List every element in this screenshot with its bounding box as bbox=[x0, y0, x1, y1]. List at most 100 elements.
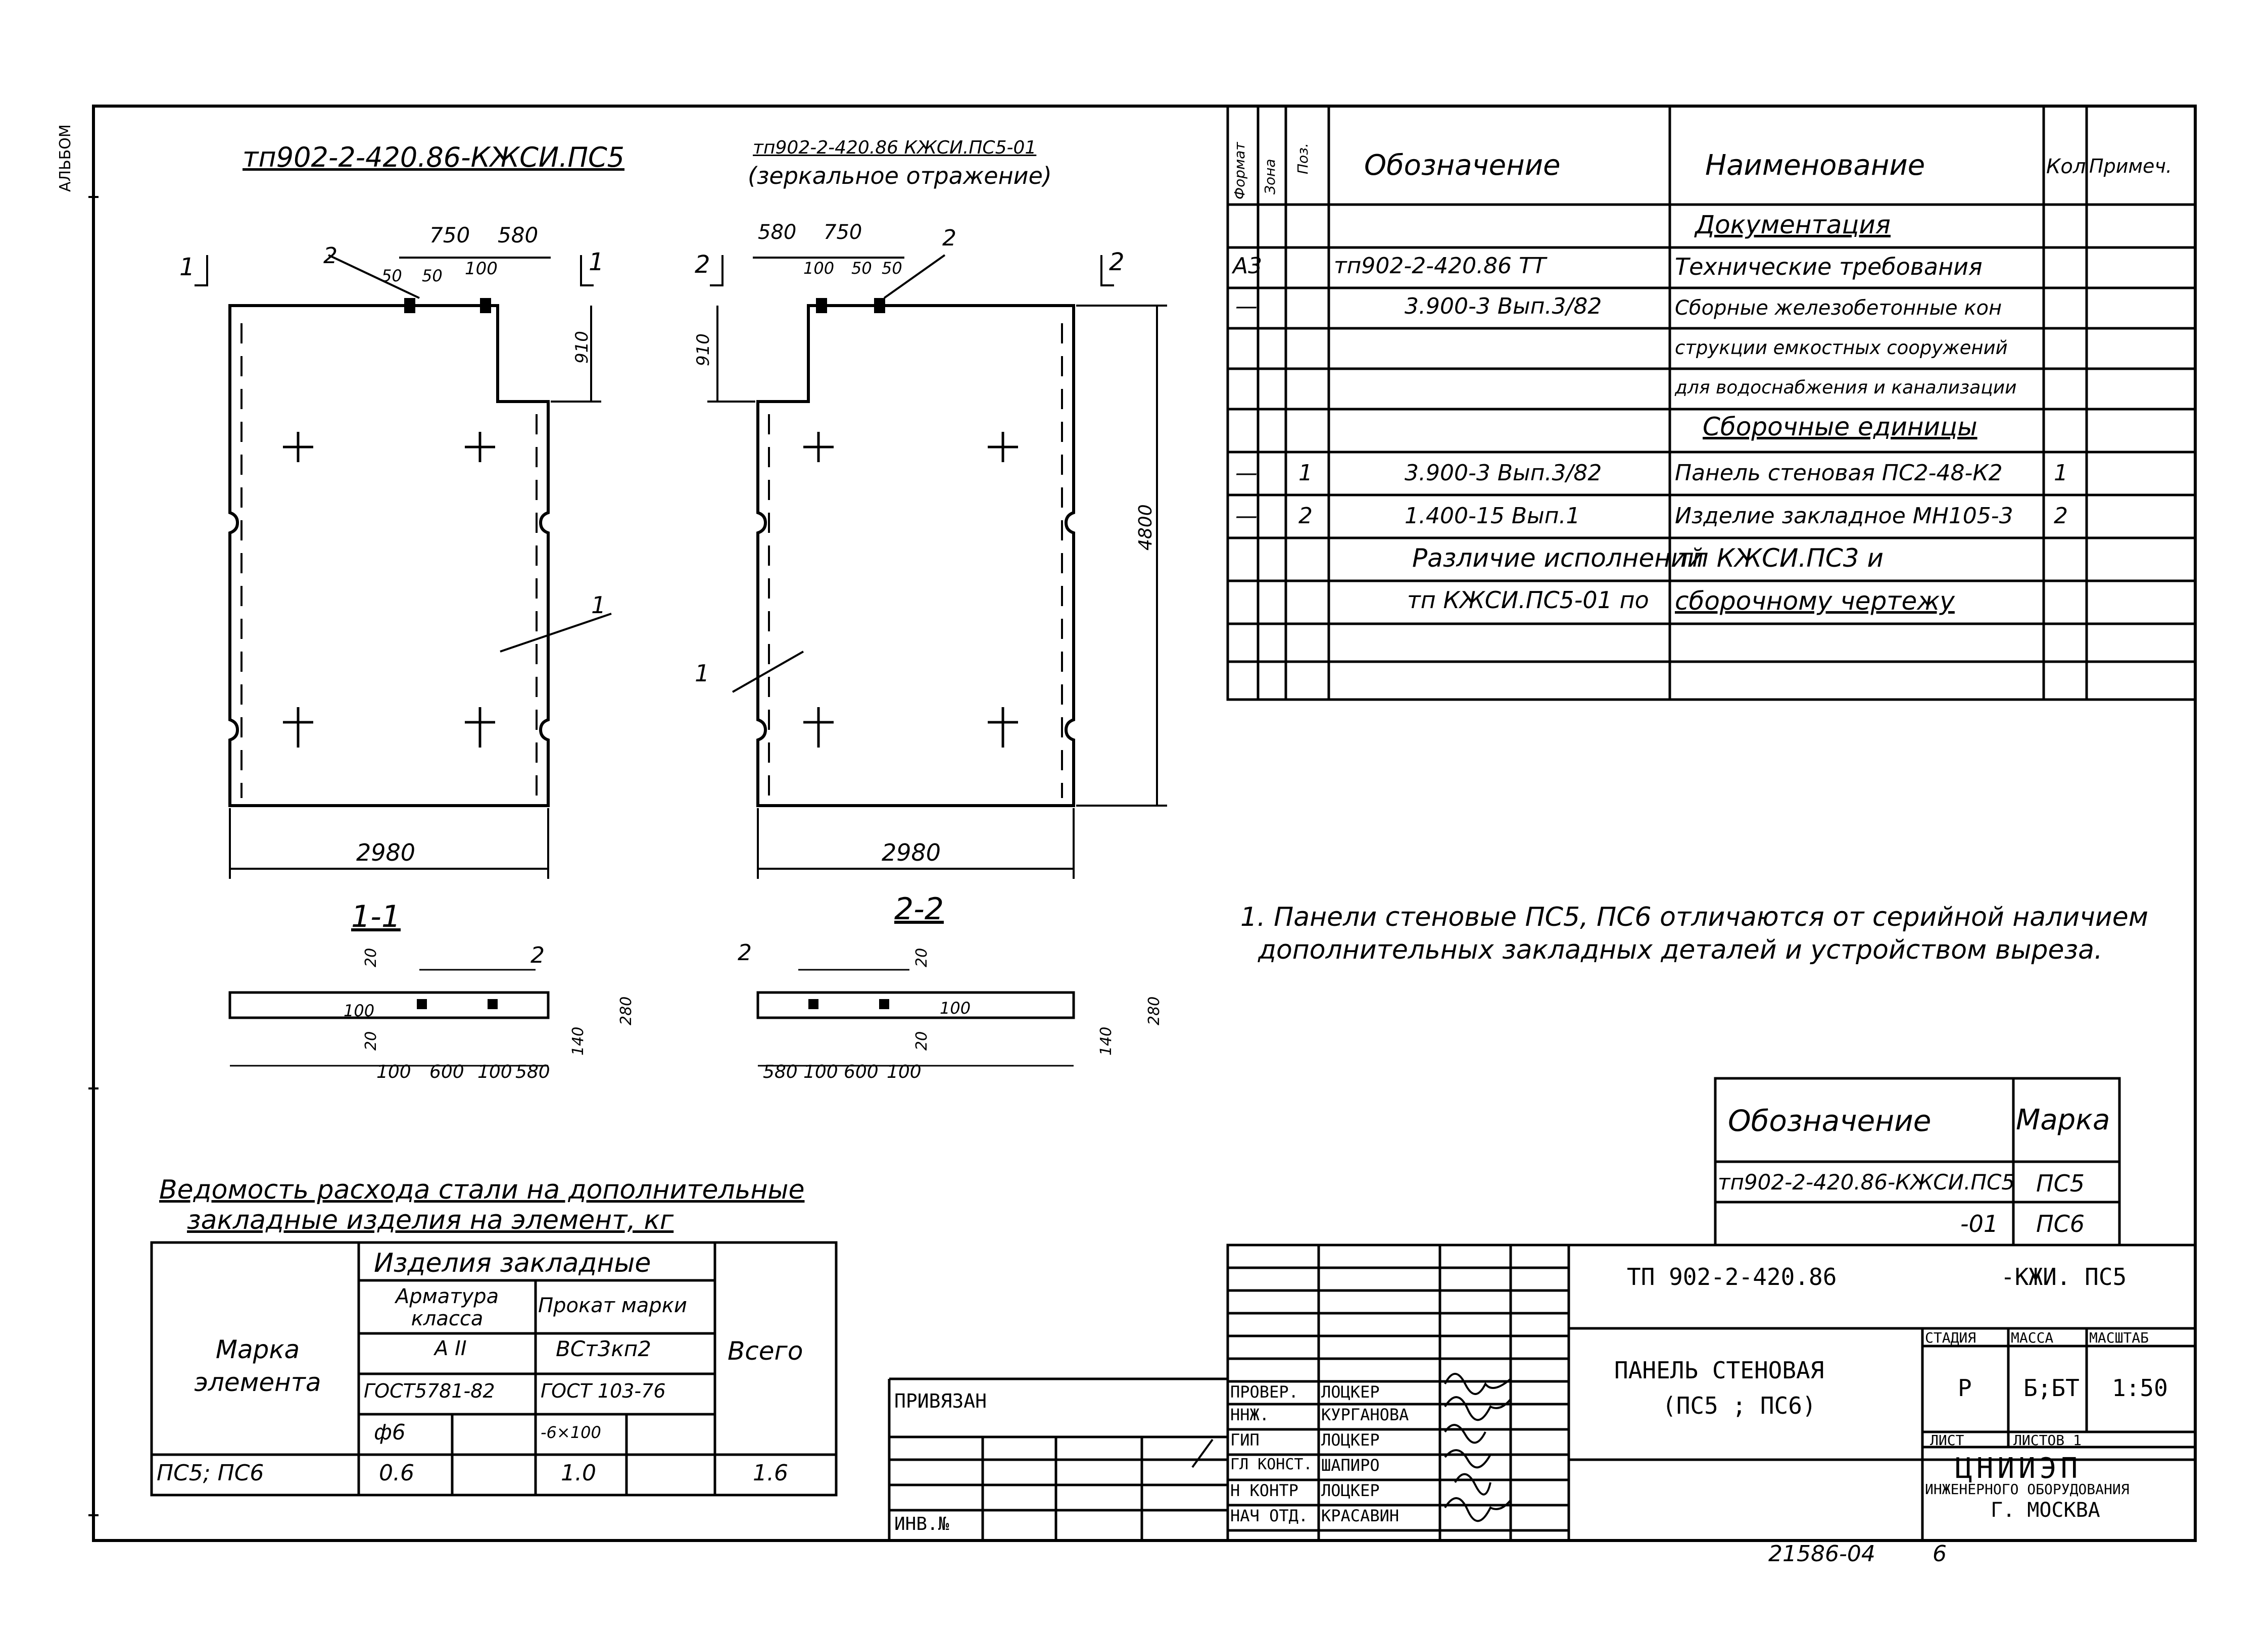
dim-100-right: 100 bbox=[803, 259, 835, 278]
dim-2980-right: 2980 bbox=[882, 839, 941, 866]
spec-row-9-designation: тп КЖСИ.ПС5-01 по bbox=[1407, 586, 1649, 614]
cut-mark-right-2: 2 bbox=[1109, 248, 1125, 276]
signer-3-name: ШАПИРО bbox=[1321, 1456, 1380, 1475]
steel-row-rebar: 0.6 bbox=[379, 1460, 414, 1486]
mark-row-1-mark: ПС6 bbox=[2036, 1210, 2085, 1237]
mark-h-designation: Обозначение bbox=[1728, 1104, 1932, 1138]
tb-mass: Б;БТ bbox=[2023, 1374, 2080, 1402]
signer-2-role: ГИП bbox=[1230, 1430, 1260, 1450]
tb-org-1: ЦНИИЭП bbox=[1955, 1452, 2082, 1485]
steel-row-mark: ПС5; ПС6 bbox=[157, 1460, 264, 1486]
tb-scale: 1:50 bbox=[2112, 1374, 2168, 1402]
section-2-dim-c: 600 bbox=[844, 1062, 879, 1082]
steel-title-1: Ведомость расхода стали на дополнительны… bbox=[159, 1175, 805, 1205]
mark-row-0-designation: тп902-2-420.86-КЖСИ.ПС5 bbox=[1718, 1170, 2015, 1195]
spec-row-6-designation: 3.900-3 Вып.3/82 bbox=[1405, 460, 1602, 486]
dim-4800: 4800 bbox=[1135, 504, 1156, 551]
pos-2-left: 2 bbox=[323, 243, 337, 269]
dim-910-left: 910 bbox=[572, 331, 592, 364]
signer-4-name: ЛОЦКЕР bbox=[1321, 1481, 1380, 1500]
dim-750-left: 750 bbox=[429, 223, 470, 247]
pos-2-right: 2 bbox=[942, 225, 956, 251]
steel-h-rebar-gost: ГОСТ5781-82 bbox=[364, 1380, 495, 1402]
spec-row-0-name: Документация bbox=[1695, 210, 1891, 239]
sheet-frame bbox=[92, 105, 2197, 1542]
drawing-right-title: тп902-2-420.86 КЖСИ.ПС5-01 bbox=[753, 137, 1037, 158]
steel-h-mark: Марка элемента bbox=[194, 1335, 321, 1397]
note-line-1: 1. Панели стеновые ПС5, ПС6 отличаются о… bbox=[1240, 902, 2148, 932]
cut-mark-right-1: 2 bbox=[695, 251, 710, 279]
footer-page: 6 bbox=[1933, 1541, 1947, 1567]
pos-1-right: 1 bbox=[695, 660, 710, 687]
steel-title-2: закладные изделия на элемент, кг bbox=[187, 1205, 674, 1235]
spec-row-8-name: тп КЖСИ.ПС3 и bbox=[1677, 543, 1884, 573]
steel-h-embedded: Изделия закладные bbox=[374, 1248, 651, 1278]
spec-row-2-designation: 3.900-3 Вып.3/82 bbox=[1405, 293, 1602, 319]
tb-sheet-h: ЛИСТ bbox=[1930, 1432, 1964, 1449]
tb-inv: ИНВ.№ bbox=[894, 1514, 949, 1534]
dim-910-right: 910 bbox=[693, 333, 713, 366]
section-1-pos: 2 bbox=[530, 942, 545, 968]
signer-2-name: ЛОЦКЕР bbox=[1321, 1430, 1380, 1450]
dim-50b-left: 50 bbox=[422, 266, 443, 285]
section-2-dim-a: 580 bbox=[763, 1062, 798, 1082]
panel-right-outline bbox=[756, 304, 1075, 807]
section-1-dim-b: 600 bbox=[429, 1062, 464, 1082]
section-2-d100: 100 bbox=[940, 999, 971, 1018]
cut-mark-left-1: 1 bbox=[179, 253, 195, 281]
section-2-dim-b: 100 bbox=[803, 1062, 838, 1082]
spec-row-1-format: А3 bbox=[1233, 253, 1263, 279]
drawing-left-title: тп902-2-420.86-КЖСИ.ПС5 bbox=[243, 141, 625, 173]
section-2-d140: 140 bbox=[1097, 1026, 1115, 1056]
tb-privyazan: ПРИВЯЗАН bbox=[894, 1390, 987, 1412]
spec-row-5-name: Сборочные единицы bbox=[1703, 412, 1977, 441]
tb-scale-h: МАСШТАБ bbox=[2089, 1329, 2149, 1346]
dim-580-right: 580 bbox=[758, 221, 797, 244]
spec-row-1-designation: тп902-2-420.86 ТТ bbox=[1334, 253, 1546, 279]
signer-0-role: ПРОВЕР. bbox=[1230, 1382, 1298, 1402]
tb-org-3: Г. МОСКВА bbox=[1991, 1499, 2100, 1522]
steel-h-rolled-size: -6×100 bbox=[541, 1423, 601, 1442]
spec-row-7-name: Изделие закладное МН105-3 bbox=[1675, 503, 2013, 529]
dim-50a-left: 50 bbox=[381, 266, 402, 285]
tb-stage-h: СТАДИЯ bbox=[1925, 1329, 1976, 1346]
dim-750-right: 750 bbox=[824, 221, 862, 244]
signer-0-name: ЛОЦКЕР bbox=[1321, 1382, 1380, 1402]
section-2-label: 2-2 bbox=[894, 891, 944, 927]
pos-1-left: 1 bbox=[591, 591, 606, 619]
spec-table-frame bbox=[1226, 105, 2197, 701]
mark-row-1-designation: -01 bbox=[1960, 1210, 1999, 1237]
section-2-d280: 280 bbox=[1145, 996, 1163, 1025]
spec-row-2-name: Сборные железобетонные кон bbox=[1675, 296, 2002, 320]
section-1-dim-c: 100 bbox=[477, 1062, 512, 1082]
steel-row-rolled: 1.0 bbox=[561, 1460, 596, 1486]
drawing-right-subtitle: (зеркальное отражение) bbox=[748, 162, 1052, 189]
section-1-dim-a: 100 bbox=[376, 1062, 411, 1082]
section-1-d100: 100 bbox=[344, 1001, 375, 1020]
side-stamp: АЛЬБОМ bbox=[57, 124, 74, 192]
section-2-pos: 2 bbox=[738, 940, 752, 966]
section-2-dim-d: 100 bbox=[887, 1062, 922, 1082]
spec-row-7-pos: 2 bbox=[1298, 503, 1313, 529]
tb-mass-h: МАССА bbox=[2011, 1329, 2054, 1346]
spec-h-zone: Зона bbox=[1262, 159, 1278, 194]
spec-h-designation: Обозначение bbox=[1364, 149, 1561, 182]
tb-stage: Р bbox=[1958, 1374, 1972, 1402]
dim-2980-left: 2980 bbox=[356, 839, 416, 866]
spec-row-9-name: сборочному чертежу bbox=[1675, 586, 1955, 616]
dim-50b-right: 50 bbox=[882, 259, 902, 278]
spec-h-qty: Кол bbox=[2046, 155, 2086, 178]
spec-row-2-format: — bbox=[1235, 293, 1258, 319]
dim-100-left: 100 bbox=[465, 259, 498, 279]
steel-h-total: Всего bbox=[728, 1336, 803, 1366]
tb-org-2: ИНЖЕНЕРНОГО ОБОРУДОВАНИЯ bbox=[1925, 1481, 2130, 1498]
panel-left-outline bbox=[228, 304, 550, 807]
section-1-body bbox=[228, 991, 550, 1019]
signer-5-name: КРАСАВИН bbox=[1321, 1506, 1400, 1525]
signer-3-role: ГЛ КОНСТ. bbox=[1230, 1456, 1313, 1473]
signer-4-role: Н КОНТР bbox=[1230, 1481, 1298, 1500]
section-1-d20a: 20 bbox=[362, 948, 380, 967]
spec-row-4-name: для водоснабжения и канализации bbox=[1675, 377, 2017, 398]
dim-50a-right: 50 bbox=[851, 259, 872, 278]
spec-row-6-pos: 1 bbox=[1298, 460, 1313, 486]
